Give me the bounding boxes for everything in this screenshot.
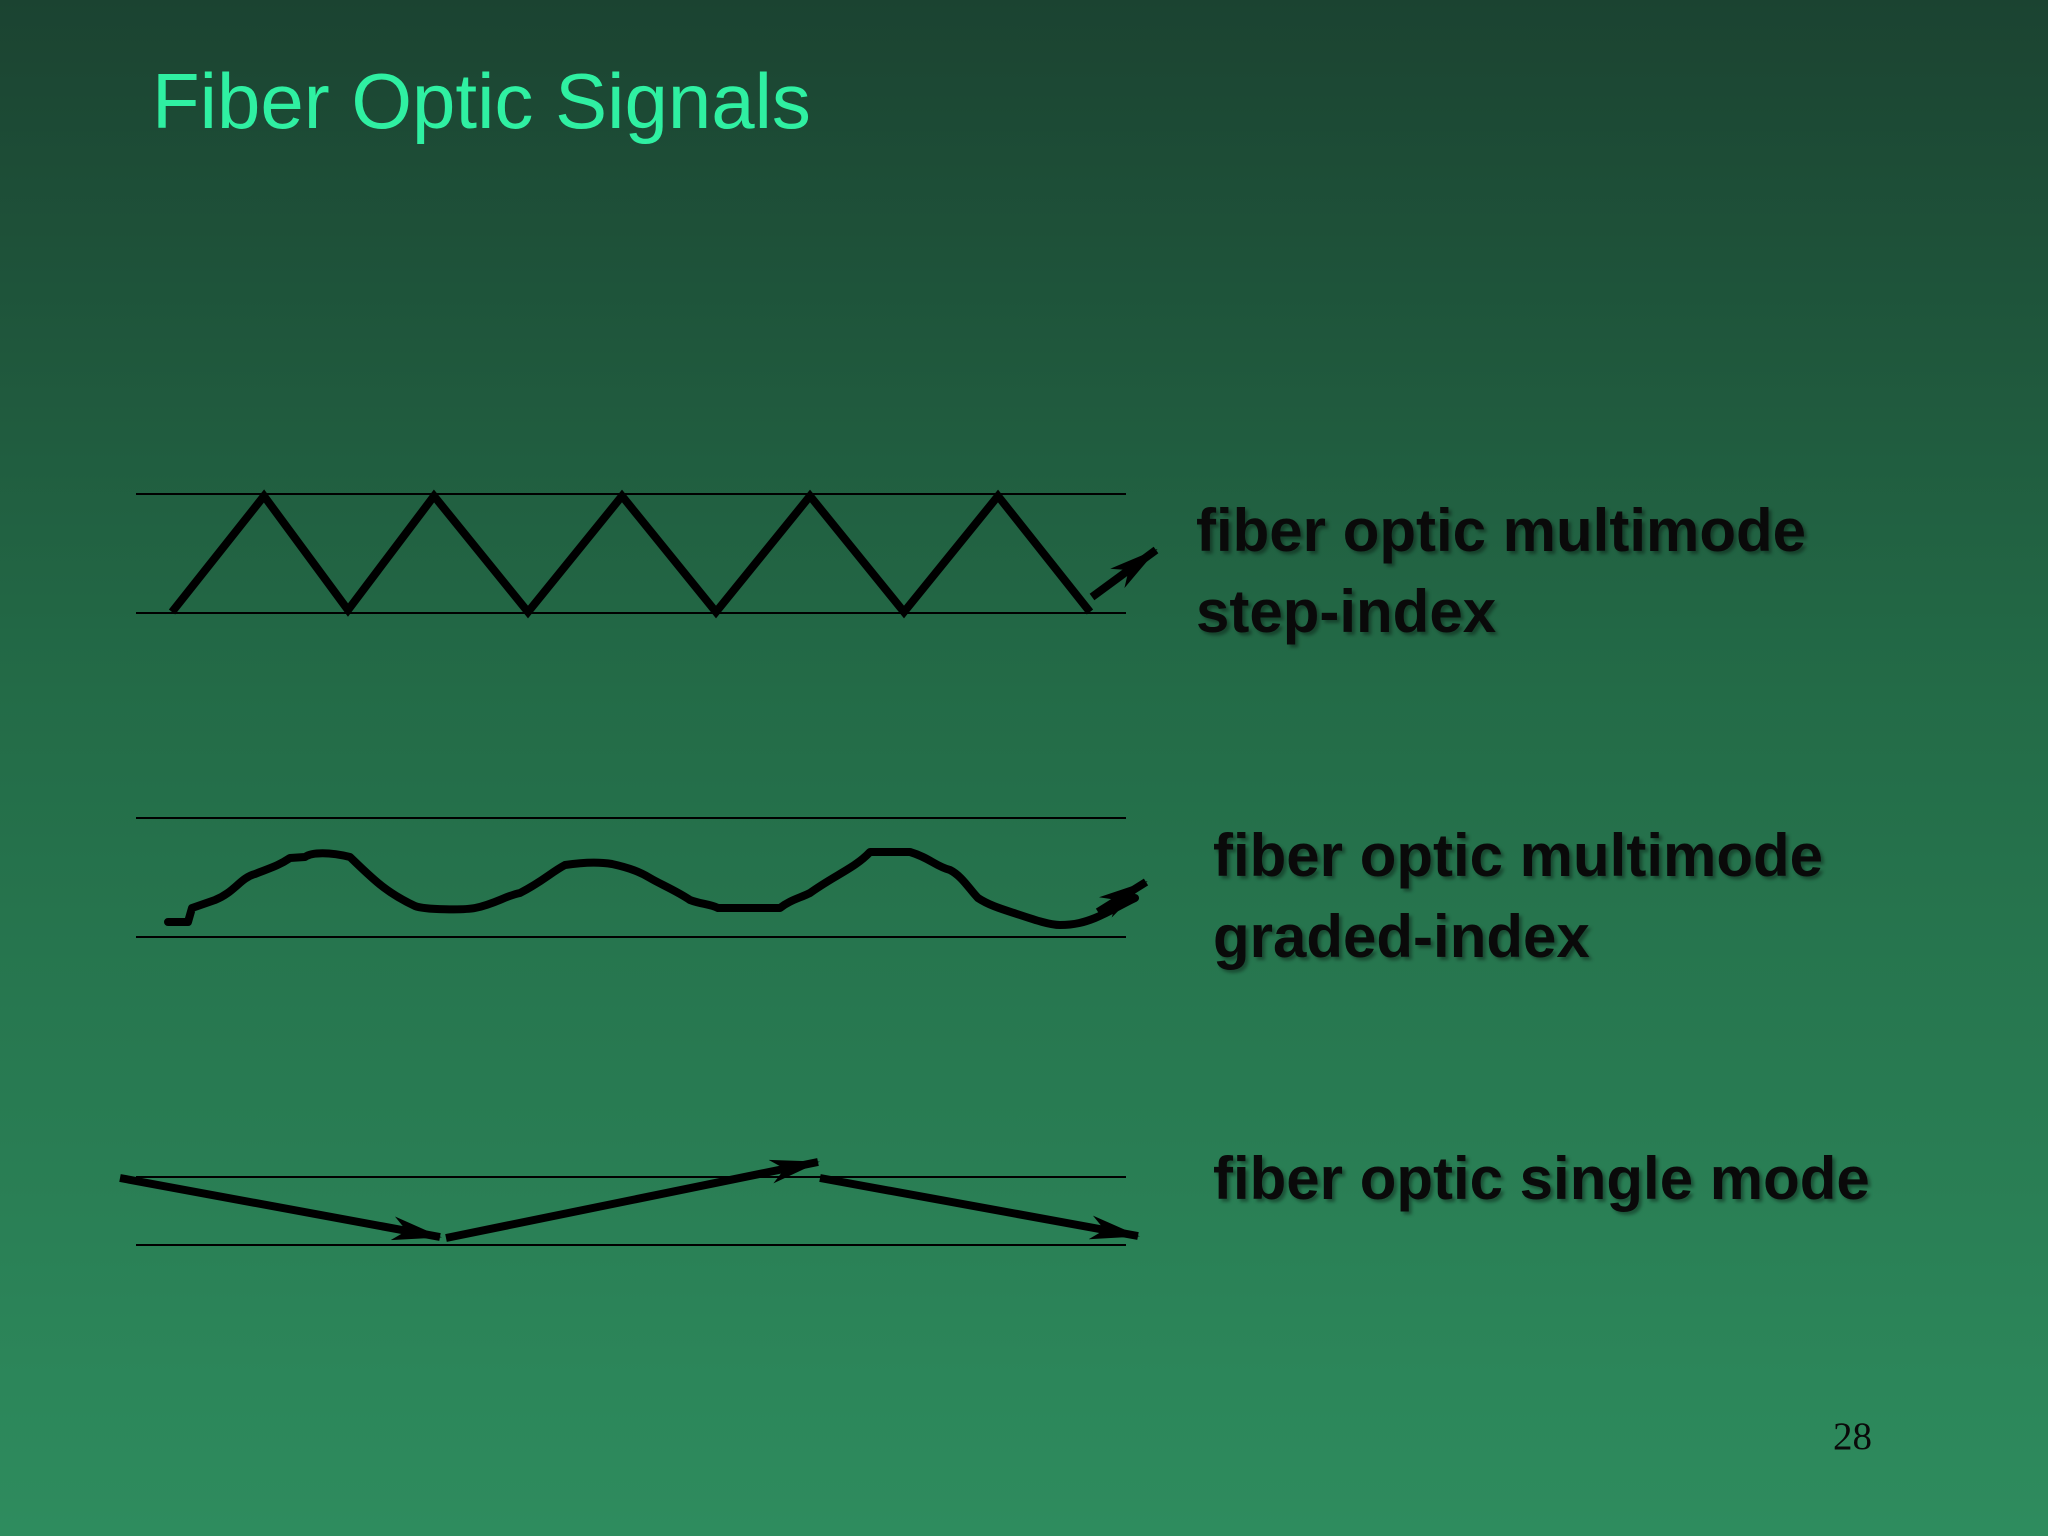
graded-index-label: fiber optic multimode graded-index: [1213, 815, 1823, 977]
step-index-label-line2: step-index: [1196, 578, 1497, 645]
graded-index-label-line1: fiber optic multimode: [1213, 822, 1824, 889]
single-mode-label-line1: fiber optic single mode: [1213, 1145, 1870, 1212]
graded-index-ray: [164, 848, 1139, 929]
graded-index-label-line2: graded-index: [1213, 903, 1590, 970]
single-mode-diagram: [119, 1158, 1140, 1246]
step-index-diagram: [136, 489, 1159, 619]
single-mode-ray-segment-3: [819, 1174, 1140, 1240]
single-mode-label: fiber optic single mode: [1213, 1138, 1870, 1219]
single-mode-ray-segment-2: [445, 1158, 820, 1242]
slide-title: Fiber Optic Signals: [152, 57, 811, 145]
step-index-ray: [168, 489, 1094, 619]
step-index-exit-arrow: [1089, 546, 1159, 601]
page-number: 28: [1833, 1415, 1872, 1458]
step-index-label: fiber optic multimode step-index: [1196, 490, 1806, 652]
graded-index-diagram: [136, 817, 1149, 938]
graded-index-exit-arrow: [1095, 878, 1149, 918]
single-mode-ray-segment-1: [119, 1174, 442, 1241]
step-index-label-line1: fiber optic multimode: [1196, 497, 1807, 564]
